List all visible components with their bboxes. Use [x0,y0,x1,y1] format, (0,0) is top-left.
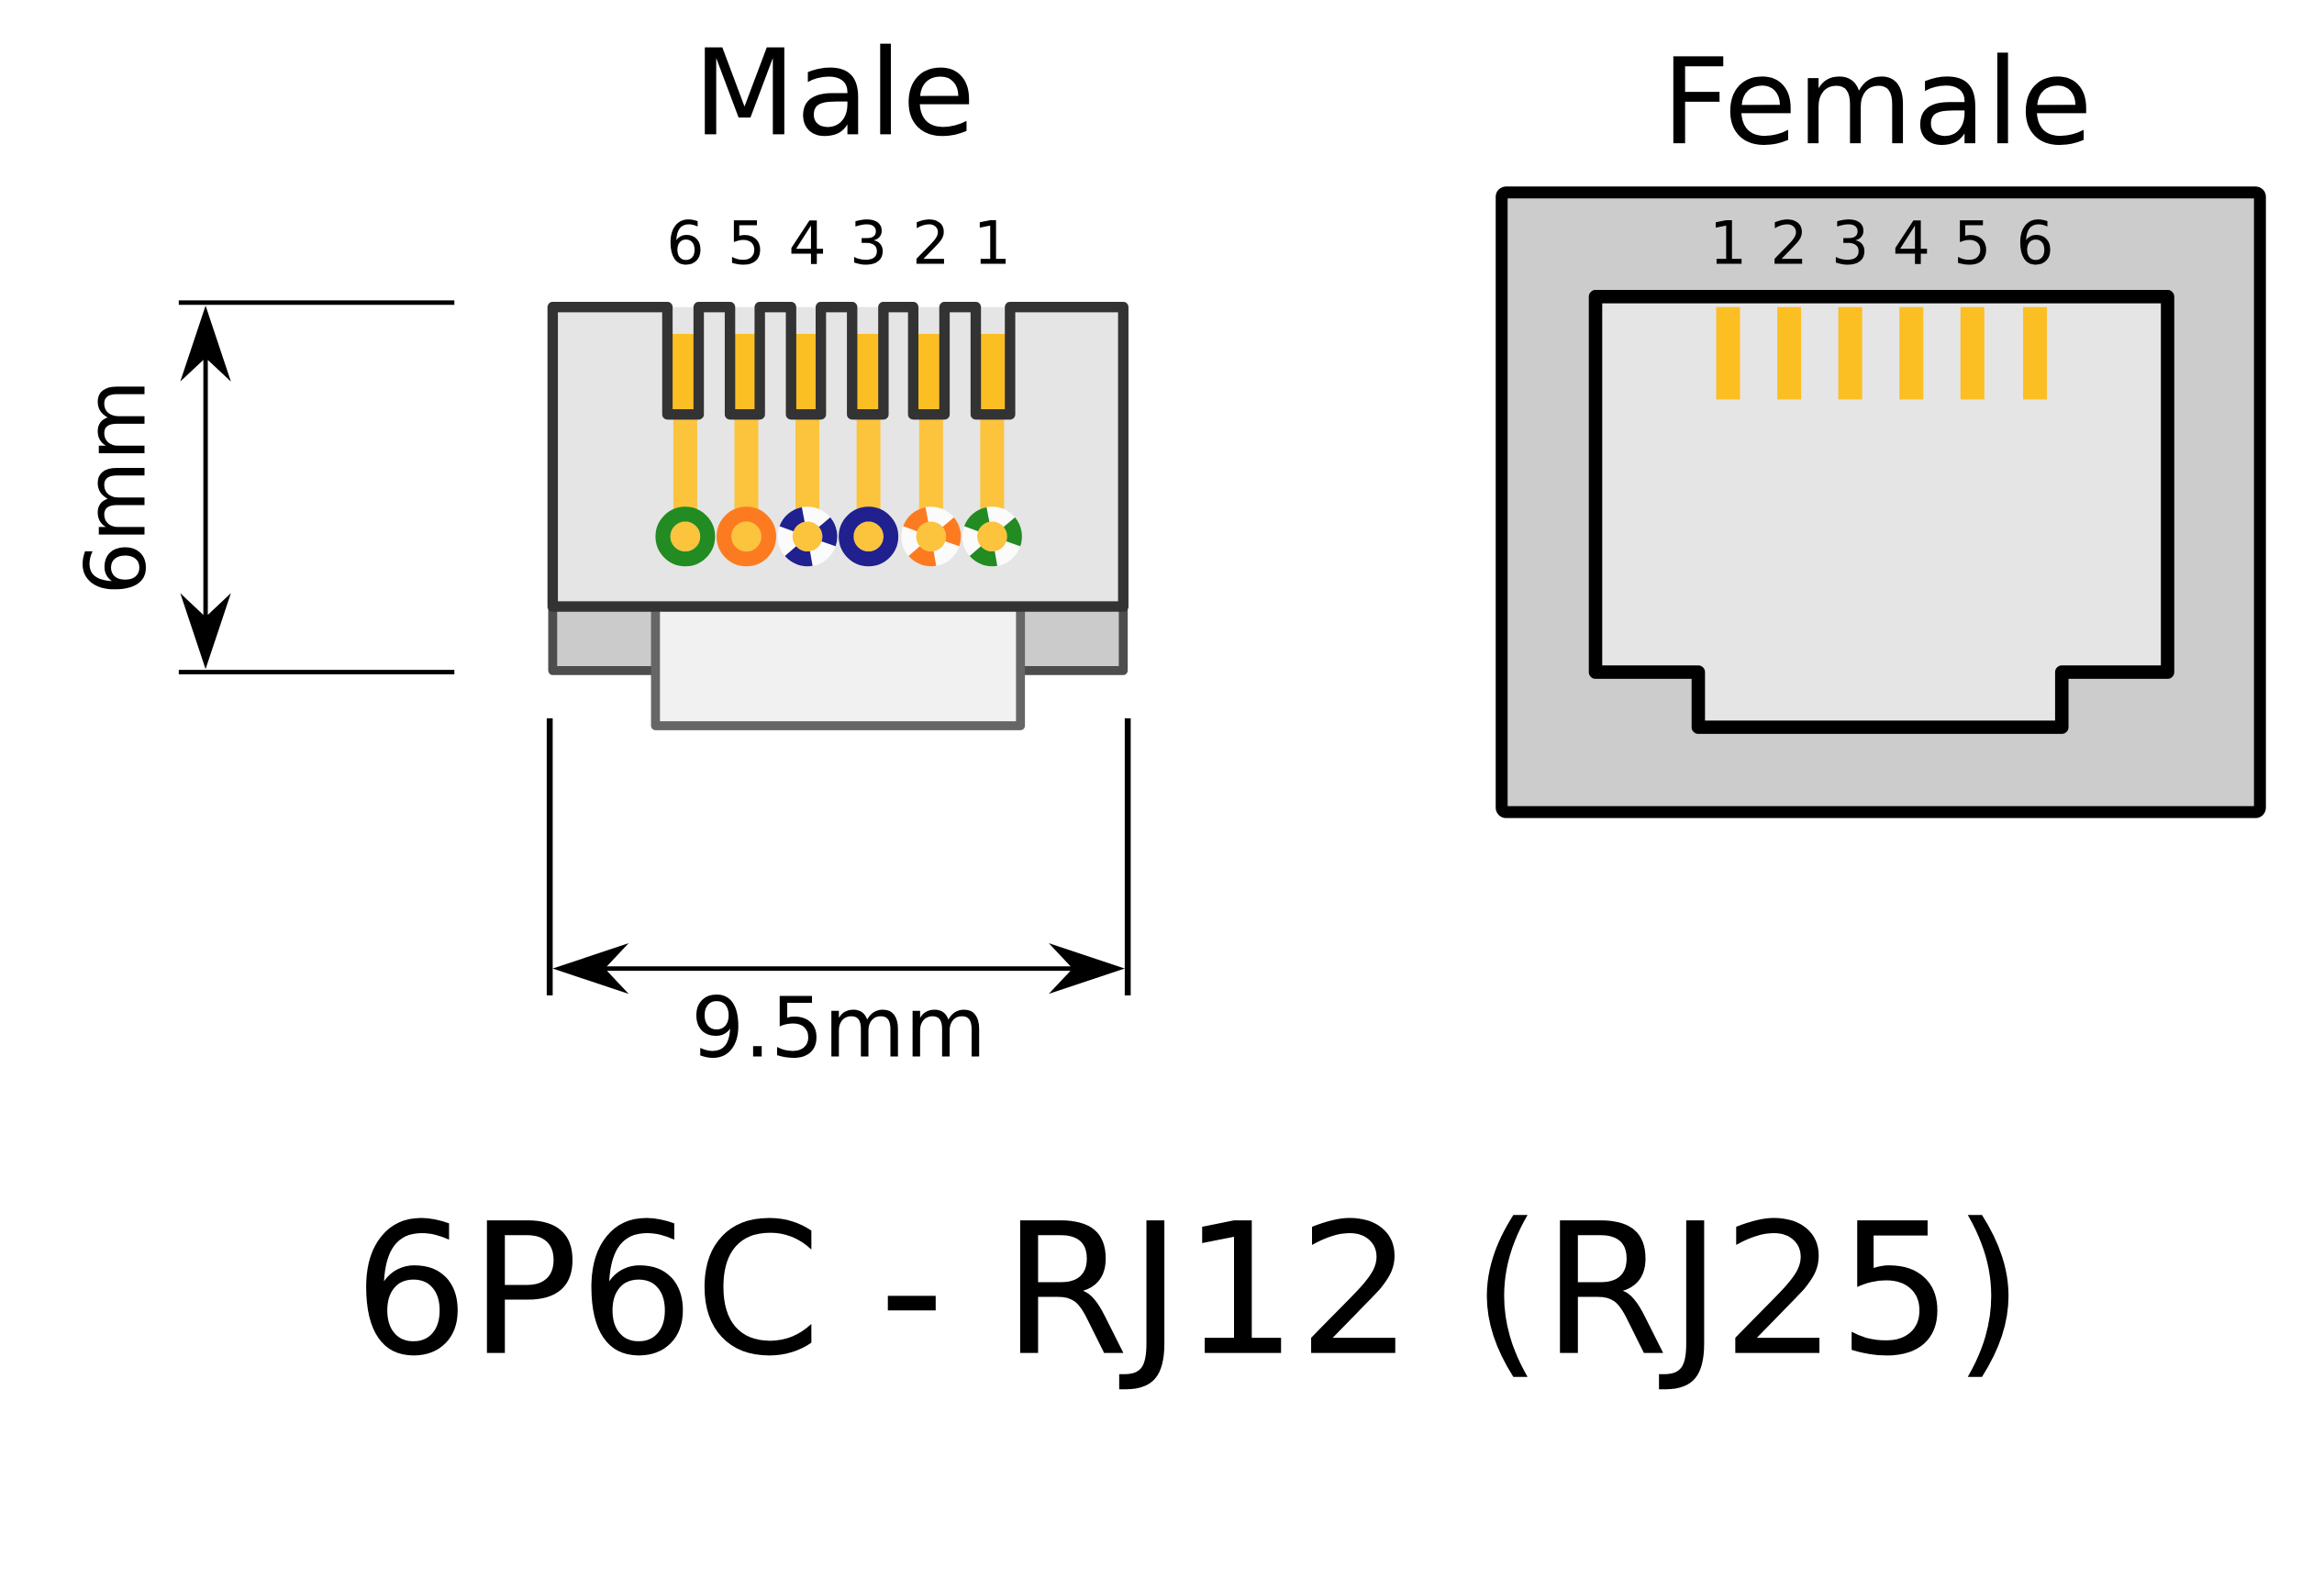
female-contact [1960,306,1985,400]
wire-conductor [918,417,943,515]
male-pin-label: 6 [666,210,704,279]
wire-end-pin-3 [839,506,899,567]
female-contact [1838,306,1863,400]
male-pin-label: 2 [912,210,950,279]
wire-conductor [856,417,881,515]
male-body-fill [552,306,1124,607]
wire-end-pin-6 [655,506,716,567]
male-title: Male [693,23,975,162]
female-pin-label: 1 [1709,210,1747,279]
male-pin-label: 1 [973,210,1011,279]
male-wires [655,417,1022,567]
female-contact [1716,306,1740,400]
wire-conductor [673,417,697,515]
caption: 6P6C - RJ12 (RJ25) [353,1184,2024,1396]
height-label: 6mm [69,380,165,595]
male-pin-label: 3 [850,210,887,279]
male-pin-label: 4 [788,210,826,279]
arrow-right-icon [1049,943,1125,995]
female-contact [1777,306,1802,400]
wire-conductor [795,417,820,515]
female-pin-label: 3 [1831,210,1869,279]
wire-end-pin-1 [962,506,1022,567]
female-pin-label: 4 [1893,210,1930,279]
arrow-up-icon [180,306,231,382]
female-contact [1899,306,1924,400]
wire-end-pin-2 [901,506,962,567]
male-pin-label: 5 [728,210,765,279]
female-contacts [1716,306,2047,400]
wire-conductor [734,417,759,515]
male-latch-tab [650,602,1026,730]
wire-end-pin-5 [717,506,776,567]
female-socket [1588,290,2174,734]
male-contact [977,333,1007,415]
arrow-down-icon [180,593,231,670]
height-dimension: 6mm [69,300,455,674]
female-pin-label: 2 [1770,210,1807,279]
arrow-left-icon [552,943,629,995]
female-title: Female [1662,32,2093,172]
female-pin-label: 6 [2016,210,2053,279]
width-label: 9.5mm [691,980,986,1076]
wire-end-pin-4 [777,506,838,567]
wire-conductor [980,417,1005,515]
female-contact [2023,306,2047,400]
width-dimension: 9.5mm [546,717,1131,1076]
male-body-outline [547,302,1129,612]
female-pin-label: 5 [1953,210,1991,279]
